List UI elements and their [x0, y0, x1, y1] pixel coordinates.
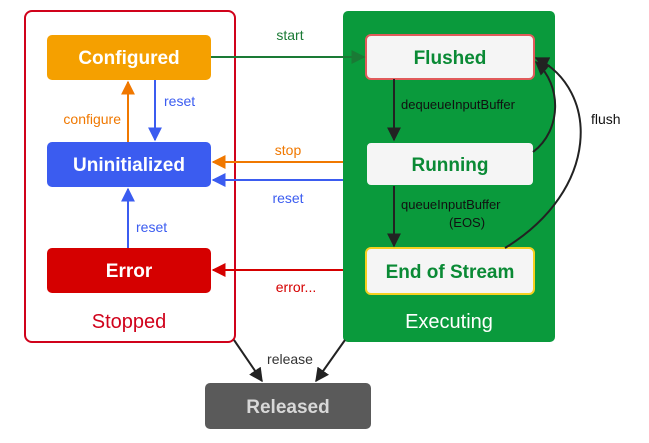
label-dequeue: dequeueInputBuffer [401, 97, 516, 112]
label-reset-configured: reset [164, 93, 195, 109]
state-uninitialized-label: Uninitialized [73, 155, 185, 176]
arrow-release-from-executing [315, 339, 346, 383]
label-reset-error: reset [136, 219, 167, 235]
state-released-label: Released [246, 397, 329, 418]
state-configured: Configured [47, 35, 211, 80]
arrow-release-from-stopped [233, 339, 263, 383]
state-end-of-stream: End of Stream [365, 247, 535, 295]
arrow-flush-from-eos [504, 57, 582, 249]
label-error: error... [276, 279, 316, 295]
label-queue-line1: queueInputBuffer [401, 197, 501, 212]
state-flushed-label: Flushed [414, 48, 487, 69]
state-configured-label: Configured [78, 48, 179, 69]
label-flush: flush [591, 111, 621, 127]
state-flushed: Flushed [365, 34, 535, 80]
executing-group-label: Executing [405, 311, 493, 333]
label-stop: stop [275, 142, 302, 158]
state-end-of-stream-label: End of Stream [386, 262, 515, 283]
label-release: release [267, 351, 313, 367]
label-reset-executing: reset [272, 190, 303, 206]
state-uninitialized: Uninitialized [47, 142, 211, 187]
stopped-group-label: Stopped [92, 311, 167, 333]
state-released: Released [205, 383, 371, 429]
state-error-label: Error [106, 261, 153, 282]
state-error: Error [47, 248, 211, 293]
label-configure: configure [63, 111, 121, 127]
label-queue-line2: (EOS) [449, 215, 485, 230]
arrow-flush-from-running [532, 61, 557, 153]
state-running: Running [365, 141, 535, 187]
label-start: start [276, 27, 303, 43]
state-running-label: Running [411, 155, 488, 176]
